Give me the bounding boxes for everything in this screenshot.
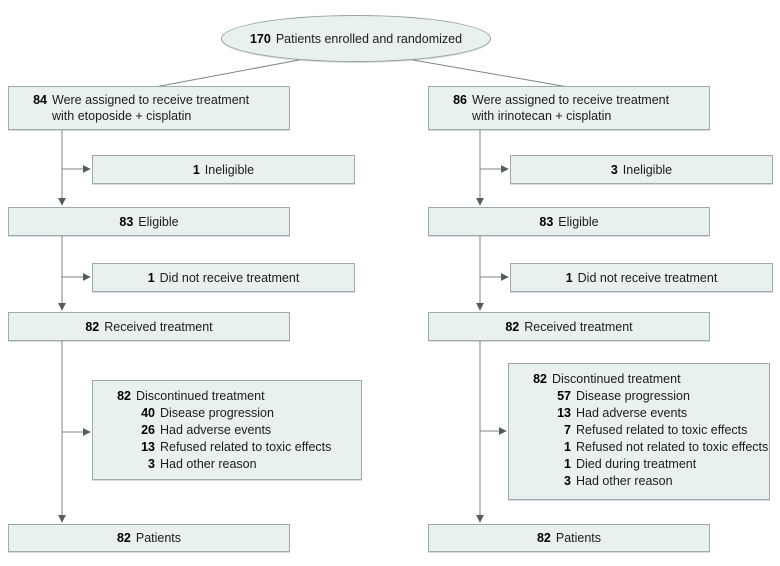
left-ineligible-box: 1 Ineligible [92,155,355,184]
count: 57 [557,389,571,403]
count: 1 [192,162,200,177]
label: Received treatment [104,319,213,334]
enrollment-ellipse: 170 Patients enrolled and randomized [221,15,491,62]
label: Discontinued treatment [552,372,681,386]
label: Refused related to toxic effects [160,440,332,454]
reason-row: 3 Had other reason [93,456,361,473]
left-received-treatment-box: 82 Received treatment [8,312,290,341]
ellipse-to-right-line [412,59,569,88]
reason-row: 40 Disease progression [93,405,361,422]
count: 86 [453,93,467,107]
right-discontinued-box: 82 Discontinued treatment 57 Disease pro… [508,363,770,500]
count: 83 [119,214,134,229]
count: 40 [141,406,155,420]
count: 82 [505,319,520,334]
discontinued-header-row: 82 Discontinued treatment [509,371,769,388]
label-line-2: with irinotecan + cisplatin [472,108,612,123]
label: Did not receive treatment [577,270,718,285]
count: 1 [147,270,155,285]
label: Disease progression [576,389,690,403]
label: Patients enrolled and randomized [275,31,463,46]
label: Ineligible [204,162,255,177]
label: Had adverse events [160,423,272,437]
label-line-1: Were assigned to receive treatment [52,93,250,107]
reason-row: 13 Had adverse events [509,405,769,422]
count: 82 [533,372,547,386]
label: Were assigned to receive treatment with … [472,93,669,124]
count: 82 [117,389,131,403]
count: 7 [564,423,571,437]
count: 13 [141,440,155,454]
count: 1 [564,440,571,454]
left-discontinued-box: 82 Discontinued treatment 40 Disease pro… [92,380,362,480]
ellipse-to-left-line [154,59,300,88]
count: 26 [141,423,155,437]
reason-row: 13 Refused related to toxic effects [93,439,361,456]
label: Had other reason [576,474,673,488]
right-received-treatment-box: 82 Received treatment [428,312,710,341]
label: Patients [555,531,602,545]
label: Eligible [558,214,599,229]
count: 82 [536,531,551,545]
label: Refused not related to toxic effects [576,440,769,454]
count: 82 [116,531,131,545]
right-not-treated-box: 1 Did not receive treatment [510,263,773,292]
left-patients-box: 82 Patients [8,524,290,552]
discontinued-header-row: 82 Discontinued treatment [93,388,361,405]
reason-row: 3 Had other reason [509,473,769,490]
label: Were assigned to receive treatment with … [52,93,249,124]
right-eligible-box: 83 Eligible [428,207,710,236]
label: Refused related to toxic effects [576,423,748,437]
reason-row: 7 Refused related to toxic effects [509,422,769,439]
label-line-2: with etoposide + cisplatin [52,108,192,123]
right-patients-box: 82 Patients [428,524,710,552]
label: Received treatment [524,319,633,334]
count: 3 [610,162,618,177]
count: 84 [33,93,47,107]
reason-row: 1 Died during treatment [509,456,769,473]
label: Discontinued treatment [136,389,265,403]
count: 82 [85,319,100,334]
count: 3 [148,457,155,471]
label: Had other reason [160,457,257,471]
left-assigned-box: 84 Were assigned to receive treatment wi… [8,86,290,130]
count: 1 [564,457,571,471]
right-assigned-box: 86 Were assigned to receive treatment wi… [428,86,710,130]
right-ineligible-box: 3 Ineligible [510,155,773,184]
left-not-treated-box: 1 Did not receive treatment [92,263,355,292]
reason-row: 57 Disease progression [509,388,769,405]
label: Patients [135,531,182,545]
label: Had adverse events [576,406,688,420]
count: 83 [539,214,554,229]
count: 1 [565,270,573,285]
label: Ineligible [622,162,673,177]
label: Disease progression [160,406,274,420]
left-eligible-box: 83 Eligible [8,207,290,236]
count: 3 [564,474,571,488]
label: Died during treatment [576,457,697,471]
count: 13 [557,406,571,420]
reason-row: 1 Refused not related to toxic effects [509,439,769,456]
count: 170 [249,31,271,46]
reason-row: 26 Had adverse events [93,422,361,439]
label: Eligible [138,214,179,229]
label: Did not receive treatment [159,270,300,285]
label-line-1: Were assigned to receive treatment [472,93,670,107]
